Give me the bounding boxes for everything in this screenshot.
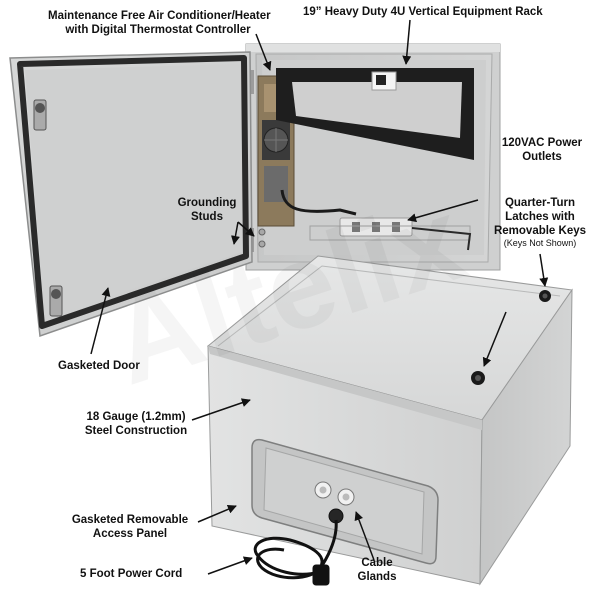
power-cord [253, 519, 338, 586]
label-latches-line3: Removable Keys [493, 225, 587, 237]
door-latch-bottom [49, 285, 63, 317]
grounding-stud [258, 228, 266, 236]
label-air-conditioner-line2: with Digital Thermostat Controller [65, 24, 251, 36]
label-access-panel-line2: Access Panel [92, 528, 168, 540]
label-access-panel-line1: Gasketed Removable [71, 514, 189, 526]
label-air-conditioner: Maintenance Free Air Conditioner/Heater … [48, 9, 271, 37]
label-power-outlets-line2: Outlets [522, 151, 562, 163]
label-power-cord: 5 Foot Power Cord [80, 568, 183, 580]
label-air-conditioner-line1: Maintenance Free Air Conditioner/Heater [48, 10, 271, 22]
label-grounding-studs: Grounding Studs [172, 196, 242, 224]
label-power-outlets: 120VAC Power Outlets [497, 136, 587, 164]
quarter-turn-latch-back [539, 290, 551, 302]
label-steel-line1: 18 Gauge (1.2mm) [86, 411, 186, 423]
label-equipment-rack: 19” Heavy Duty 4U Vertical Equipment Rac… [303, 6, 543, 18]
grounding-stud [258, 240, 266, 248]
door-latch-top [33, 99, 47, 131]
label-latches-line1: Quarter-Turn [504, 197, 576, 209]
label-cable-glands-line1: Cable [361, 557, 393, 569]
label-latches-line2: Latches with [505, 211, 575, 223]
label-cable-glands: Cable Glands [352, 556, 402, 584]
label-steel-line2: Steel Construction [84, 425, 188, 437]
label-power-outlets-line1: 120VAC Power [501, 137, 583, 149]
label-cable-glands-line2: Glands [357, 571, 397, 583]
label-latches-note: (Keys Not Shown) [503, 238, 577, 248]
label-grounding-studs-line2: Studs [191, 211, 223, 223]
label-steel-construction: 18 Gauge (1.2mm) Steel Construction [76, 410, 196, 438]
cable-gland [337, 488, 355, 506]
label-gasketed-door: Gasketed Door [58, 360, 140, 372]
callout-arrows [90, 19, 549, 575]
label-latches: Quarter-Turn Latches with Removable Keys… [492, 196, 588, 249]
cable-gland [314, 481, 332, 499]
label-access-panel: Gasketed Removable Access Panel [60, 513, 200, 541]
equipment-rack [276, 68, 474, 160]
power-outlets [280, 189, 472, 251]
closed-enclosure [206, 255, 573, 586]
gasketed-door [9, 51, 253, 338]
quarter-turn-latch-front [471, 371, 485, 385]
label-grounding-studs-line1: Grounding [177, 197, 237, 209]
open-enclosure [245, 43, 501, 271]
